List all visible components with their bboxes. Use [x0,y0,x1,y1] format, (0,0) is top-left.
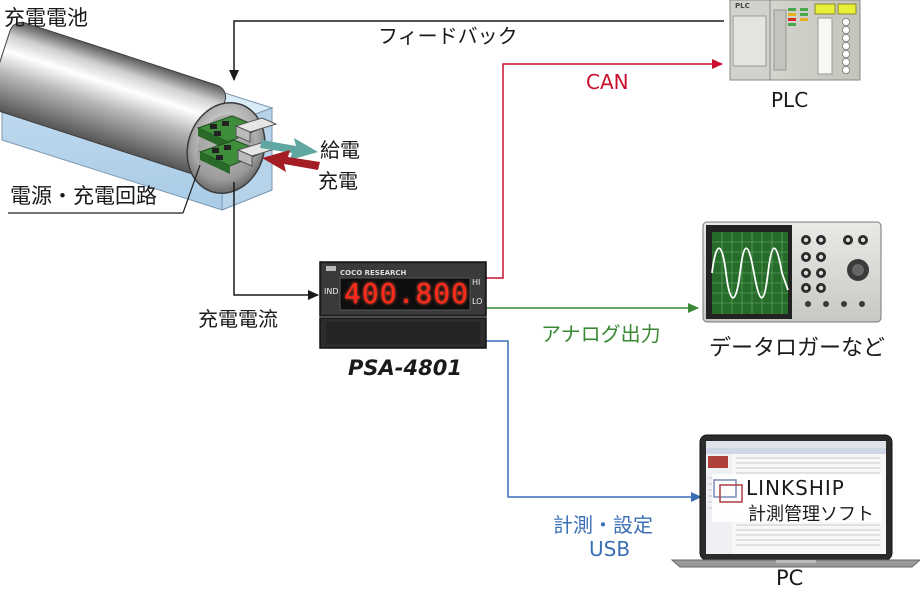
usb-label: USB [589,537,631,561]
charge-current-line [233,182,319,300]
oscilloscope-icon [702,221,882,323]
discharge-arrow-icon [260,138,318,160]
meter-lo-label: LO [472,297,483,306]
can-label: CAN [586,70,629,94]
meter-brand-label: COCO RESEARCH [340,269,407,277]
pc-label: PC [776,566,804,590]
feedback-line [229,20,724,81]
laptop-icon [670,434,920,568]
charge-current-label: 充電電流 [198,307,278,331]
power-circuit-label: 電源・充電回路 [10,184,157,208]
can-line [485,59,723,279]
meter-hi-label: HI [472,278,481,287]
circuit-board-icon [196,115,280,174]
measure-setting-label: 計測・設定 [553,513,653,537]
meter-ind-label: IND [324,287,339,296]
plc-label: PLC [771,88,809,112]
meter-display-value: 400.800 [344,277,470,310]
analog-output-label: アナログ出力 [541,322,661,346]
usb-line [485,340,702,502]
linkship-subtitle: 計測管理ソフト [748,504,874,525]
discharge-label: 給電 [320,138,360,162]
charge-label: 充電 [318,169,358,193]
data-logger-label: データロガーなど [709,336,886,361]
model-name-label: PSA-4801 [348,356,462,380]
charge-arrow-icon [262,150,320,172]
battery-title: 充電電池 [4,6,88,30]
plc-panel-title: PLC [735,2,750,10]
plc-icon [729,0,861,81]
feedback-label: フィードバック [378,24,518,48]
linkship-logo-text: LINKSHIP [746,476,845,500]
meter-icon [319,261,487,349]
